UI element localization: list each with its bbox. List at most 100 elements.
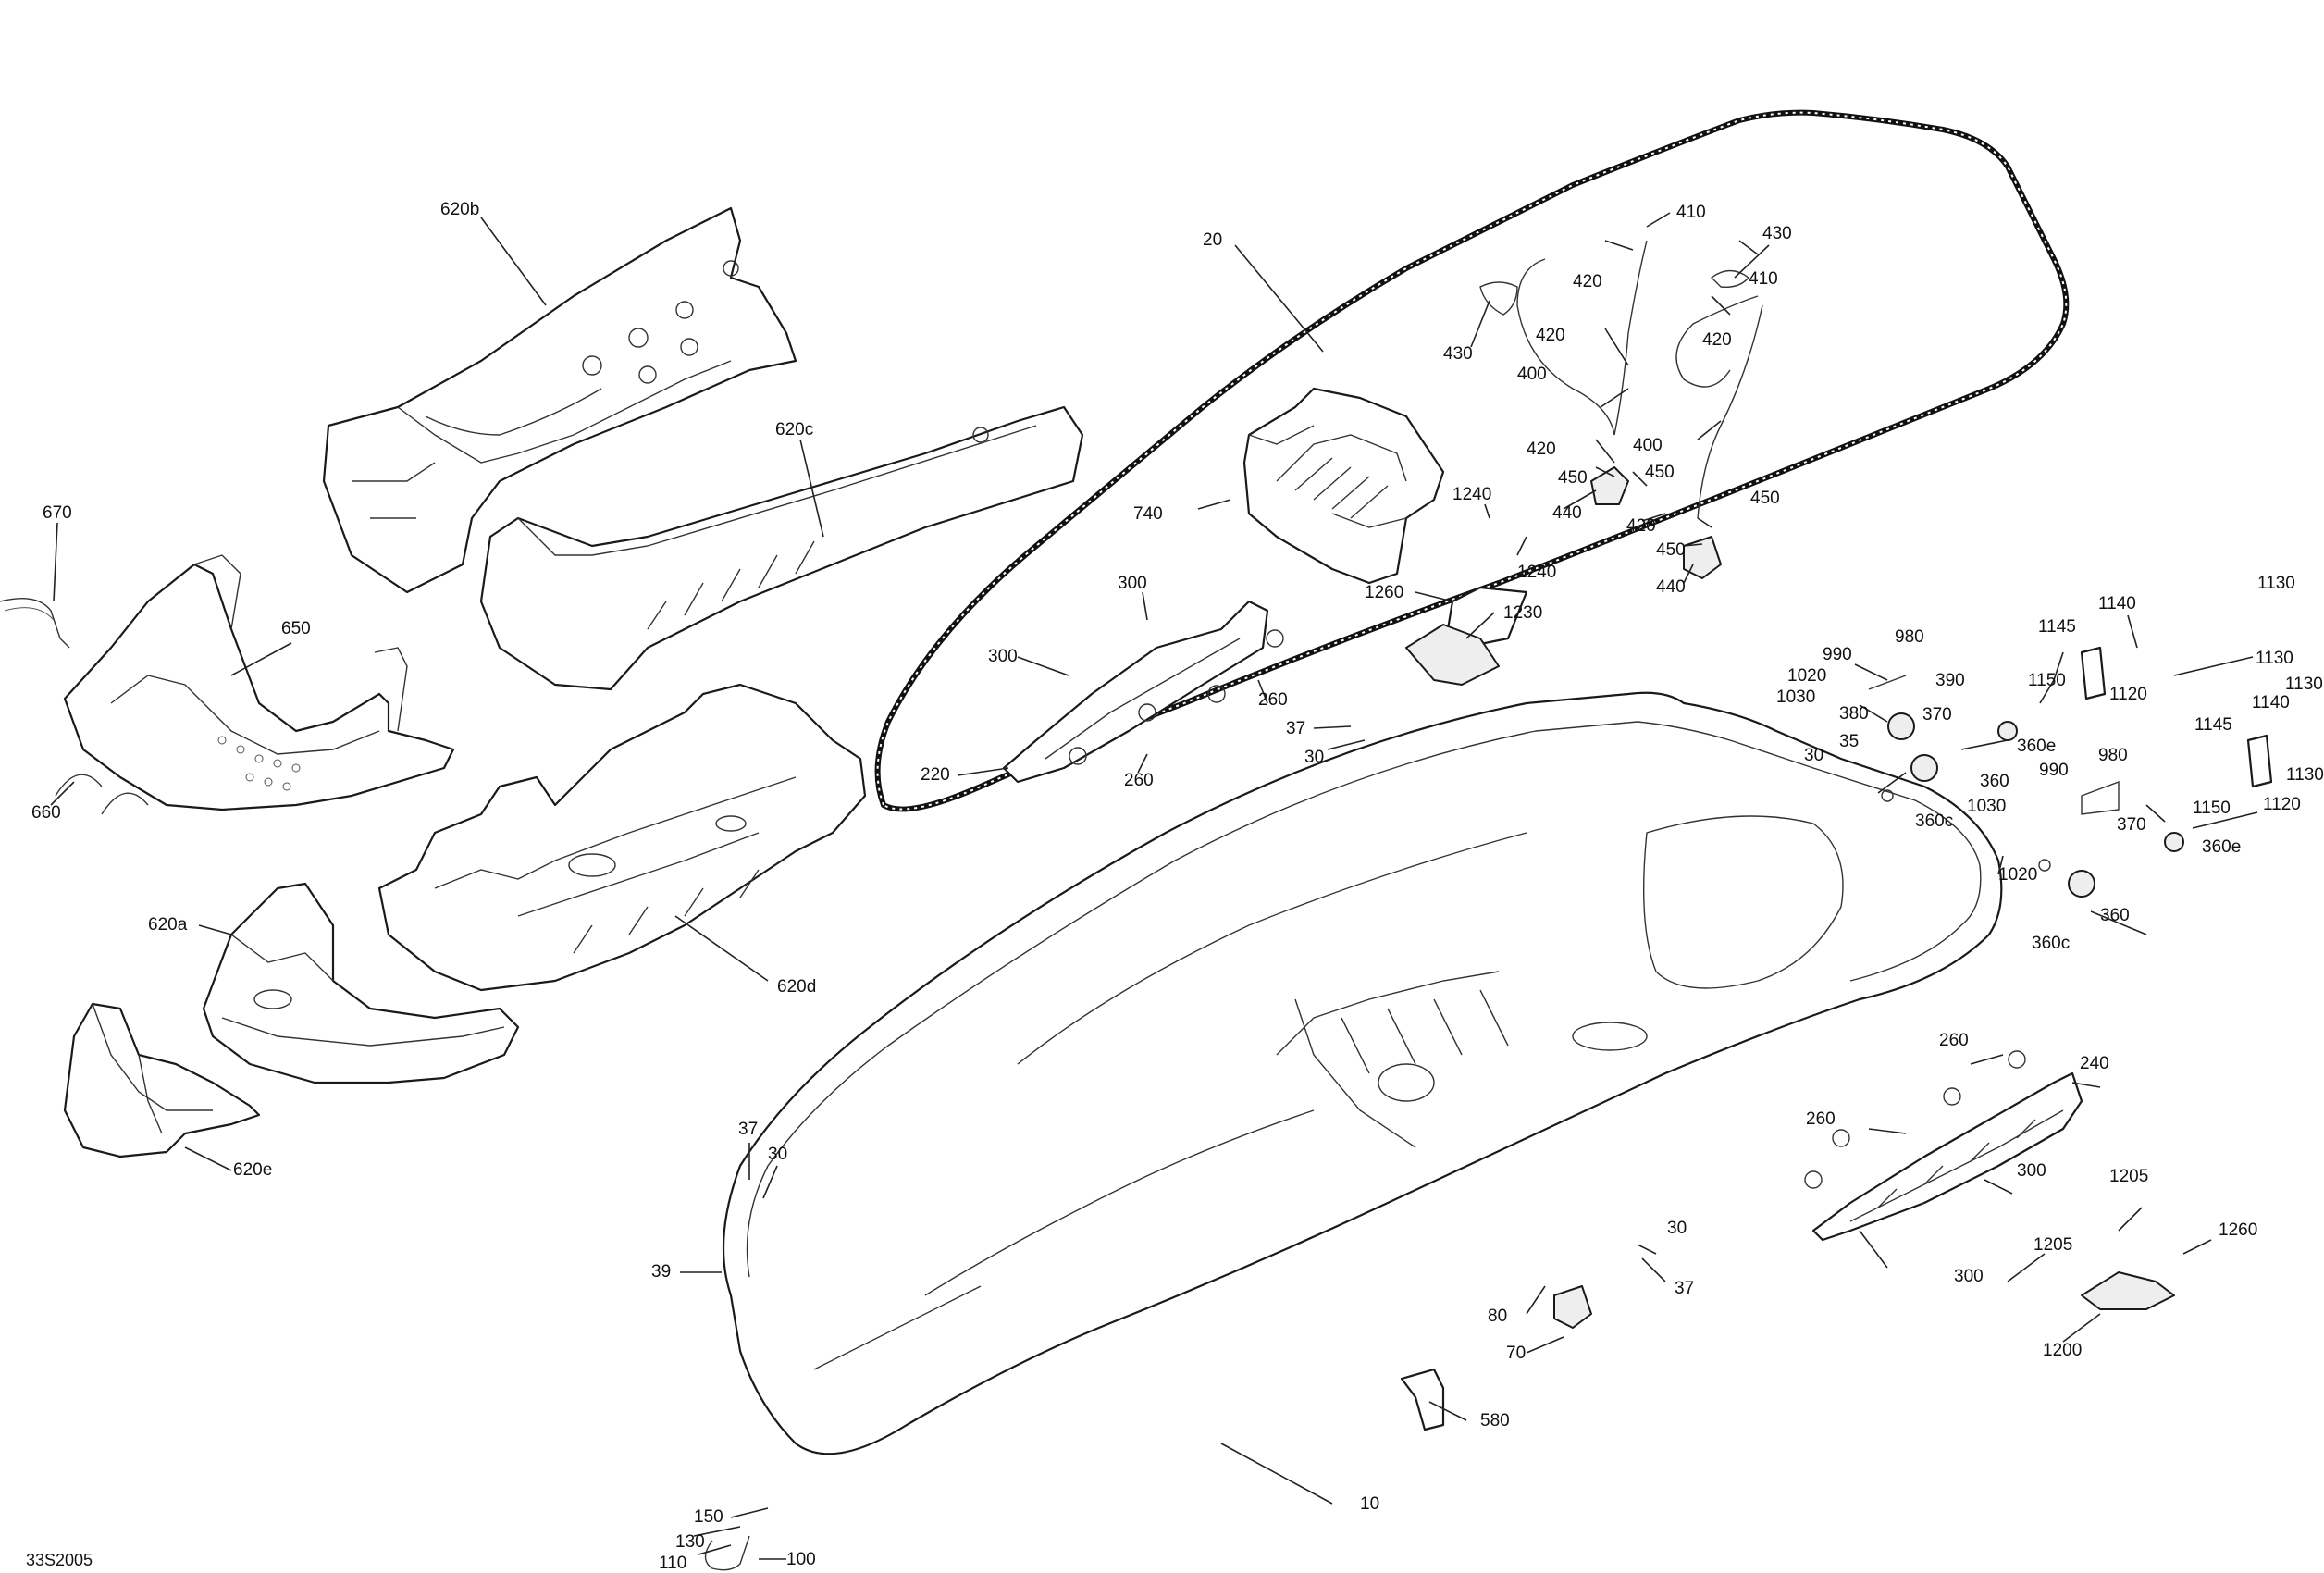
callout-1145: 1145 bbox=[2194, 715, 2232, 735]
callout-37: 37 bbox=[1675, 1279, 1694, 1298]
callout-1020: 1020 bbox=[1787, 666, 1826, 686]
part-580-bracket bbox=[1400, 1368, 1445, 1431]
callout-260: 260 bbox=[1124, 771, 1154, 790]
callout-420: 420 bbox=[1702, 330, 1732, 350]
callout-220: 220 bbox=[921, 765, 950, 785]
callout-420: 420 bbox=[1536, 326, 1565, 345]
callout-20: 20 bbox=[1203, 230, 1222, 250]
part-740-storage-bin bbox=[1242, 387, 1445, 585]
callout-37: 37 bbox=[1286, 719, 1305, 738]
callout-260: 260 bbox=[1806, 1109, 1836, 1129]
callout-580: 580 bbox=[1480, 1411, 1510, 1431]
callout-300: 300 bbox=[2017, 1161, 2046, 1181]
part-620b-seat-foam bbox=[322, 206, 797, 594]
callout-740: 740 bbox=[1133, 504, 1163, 524]
callout-360c: 360c bbox=[2032, 934, 2070, 953]
callout-450: 450 bbox=[1750, 489, 1780, 508]
callout-80: 80 bbox=[1488, 1307, 1507, 1326]
callout-430: 430 bbox=[1443, 344, 1473, 364]
part-1200-pad bbox=[2081, 1271, 2175, 1310]
part-670-strap bbox=[0, 598, 70, 649]
callout-300: 300 bbox=[988, 647, 1018, 666]
callout-440: 440 bbox=[1552, 503, 1582, 523]
callout-1140: 1140 bbox=[2252, 693, 2290, 712]
part-620c-side-foam bbox=[479, 405, 1084, 691]
callout-1200: 1200 bbox=[2043, 1341, 2082, 1360]
part-100-u-bolt bbox=[704, 1535, 750, 1571]
callout-410: 410 bbox=[1749, 269, 1778, 289]
callout-260: 260 bbox=[1939, 1031, 1969, 1050]
callout-360c: 360c bbox=[1915, 811, 1953, 831]
callout-1150: 1150 bbox=[2028, 671, 2066, 690]
callout-620e: 620e bbox=[233, 1160, 272, 1180]
callout-300: 300 bbox=[1118, 574, 1147, 593]
callout-620b: 620b bbox=[440, 200, 479, 219]
callout-1140: 1140 bbox=[2098, 594, 2136, 613]
callout-240: 240 bbox=[2080, 1054, 2109, 1073]
callout-300: 300 bbox=[1954, 1267, 1984, 1286]
callout-620d: 620d bbox=[777, 977, 816, 997]
callout-1240: 1240 bbox=[1452, 485, 1491, 504]
part-70-clip-block bbox=[1553, 1285, 1592, 1329]
callout-30: 30 bbox=[1304, 748, 1324, 767]
callout-660: 660 bbox=[31, 803, 61, 823]
part-620d-floor-foam bbox=[377, 683, 867, 992]
callout-30: 30 bbox=[768, 1145, 787, 1164]
callout-110: 110 bbox=[659, 1554, 686, 1573]
callout-10: 10 bbox=[1360, 1494, 1379, 1514]
callout-1030: 1030 bbox=[1776, 687, 1815, 707]
leader-lines bbox=[50, 212, 2258, 1560]
callout-1030: 1030 bbox=[1967, 797, 2006, 816]
part-220-rub-rail-left bbox=[1002, 600, 1284, 784]
part-360-fittings bbox=[1868, 675, 2184, 898]
callout-1020: 1020 bbox=[1998, 865, 2037, 885]
part-660-clips bbox=[55, 774, 149, 815]
callout-990: 990 bbox=[2039, 761, 2069, 780]
callout-430: 430 bbox=[1762, 224, 1792, 243]
callout-1120: 1120 bbox=[2109, 685, 2147, 704]
callout-1130: 1130 bbox=[2286, 765, 2324, 785]
part-1120-brackets bbox=[2080, 646, 2273, 788]
callout-420: 420 bbox=[1573, 272, 1602, 291]
callout-30: 30 bbox=[1667, 1219, 1687, 1238]
callout-100: 100 bbox=[786, 1550, 816, 1569]
callout-1120: 1120 bbox=[2263, 795, 2301, 814]
callout-30: 30 bbox=[1804, 746, 1823, 765]
callout-620c: 620c bbox=[775, 420, 813, 440]
part-620e-nose-foam bbox=[63, 1002, 261, 1158]
callout-1260: 1260 bbox=[1365, 583, 1403, 602]
callout-380: 380 bbox=[1839, 704, 1869, 724]
callout-620a: 620a bbox=[148, 915, 188, 935]
callout-440: 440 bbox=[1656, 577, 1686, 597]
callout-450: 450 bbox=[1656, 540, 1686, 560]
part-620a-bow-foam bbox=[202, 882, 520, 1084]
callout-360e: 360e bbox=[2202, 837, 2241, 857]
part-240-rub-rail-right bbox=[1804, 1050, 2083, 1242]
callout-400: 400 bbox=[1633, 436, 1663, 455]
callout-39: 39 bbox=[651, 1262, 671, 1282]
callout-670: 670 bbox=[43, 503, 72, 523]
callout-980: 980 bbox=[2098, 746, 2128, 765]
callout-1130: 1130 bbox=[2256, 649, 2293, 668]
part-10-hull bbox=[722, 691, 2003, 1455]
callout-390: 390 bbox=[1935, 671, 1965, 690]
callout-1130: 1130 bbox=[2257, 574, 2295, 593]
callout-360e: 360e bbox=[2017, 737, 2056, 756]
callout-1260: 1260 bbox=[2219, 1220, 2257, 1240]
part-1230-pad bbox=[1405, 624, 1500, 686]
callout-370: 370 bbox=[1922, 705, 1952, 725]
callout-1150: 1150 bbox=[2193, 799, 2231, 818]
callout-450: 450 bbox=[1645, 463, 1675, 482]
callout-37: 37 bbox=[738, 1120, 758, 1139]
callout-1205: 1205 bbox=[2109, 1167, 2148, 1186]
callout-990: 990 bbox=[1823, 645, 1852, 664]
callout-980: 980 bbox=[1895, 627, 1924, 647]
callout-35: 35 bbox=[1839, 732, 1859, 751]
callout-420: 420 bbox=[1626, 516, 1656, 536]
callout-1230: 1230 bbox=[1503, 603, 1542, 623]
callout-360: 360 bbox=[1980, 772, 2009, 791]
callout-370: 370 bbox=[2117, 815, 2146, 835]
figure-id: 33S2005 bbox=[26, 1551, 93, 1569]
callout-450: 450 bbox=[1558, 468, 1588, 488]
